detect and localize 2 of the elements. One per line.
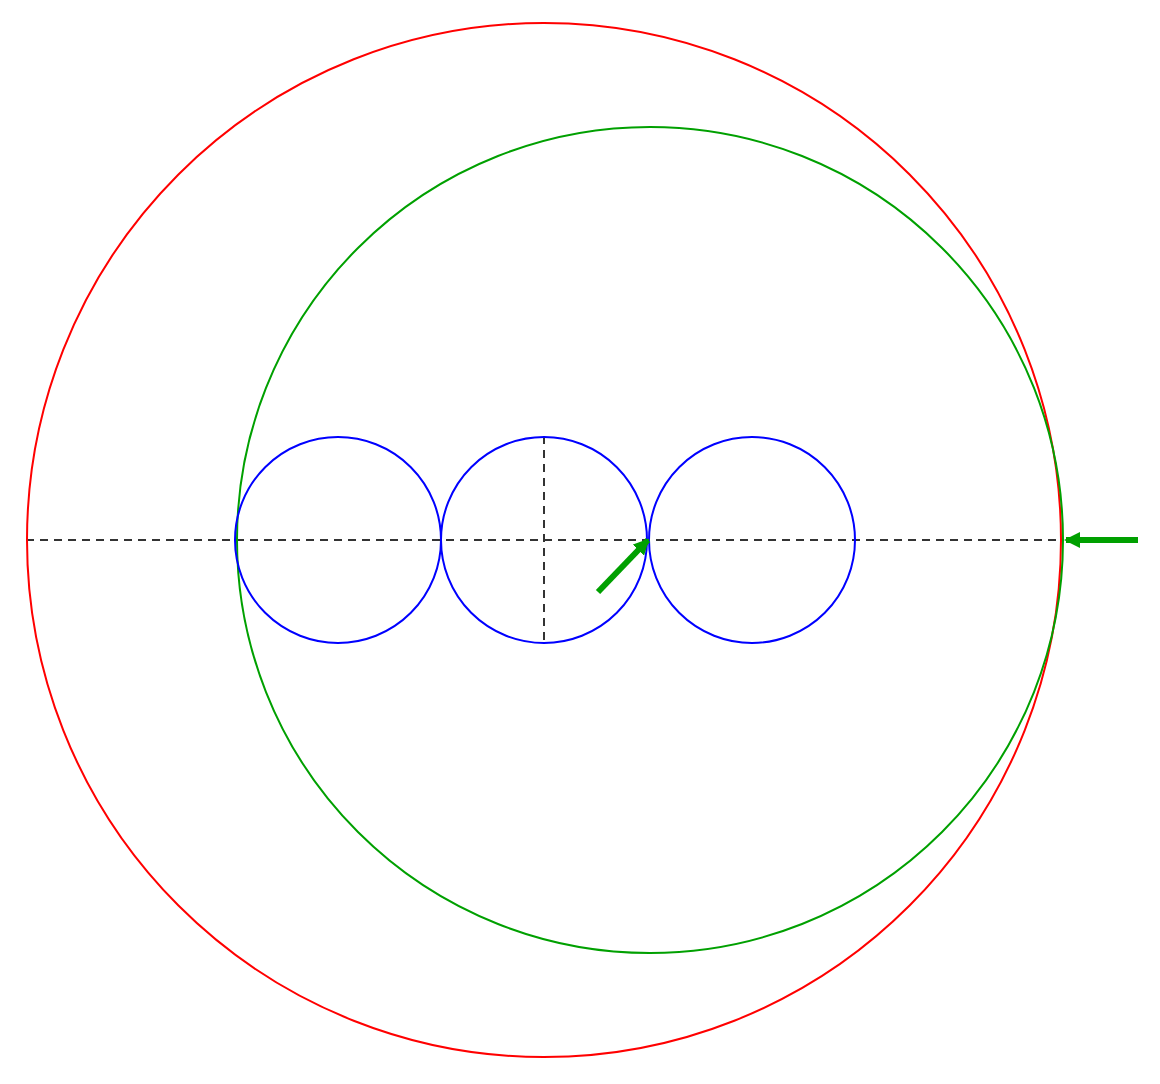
arrow: [595, 537, 651, 595]
arrow: [1064, 532, 1138, 548]
